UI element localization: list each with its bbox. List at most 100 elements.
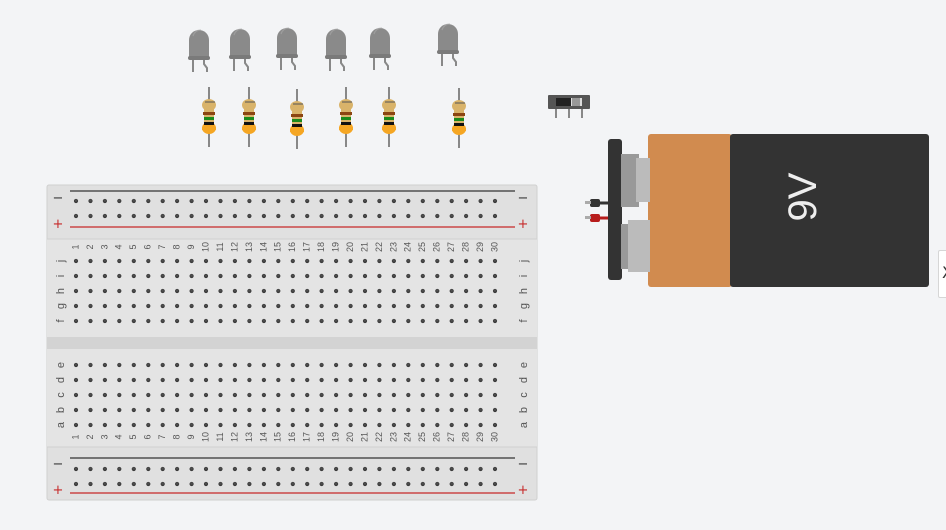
hole-a-23[interactable] [391,422,396,428]
hole-f-6[interactable] [146,318,151,324]
hole-j-12[interactable] [232,258,237,264]
hole-e-20[interactable] [348,362,353,368]
hole-a-6[interactable] [146,422,151,428]
hole-f-30[interactable] [492,318,498,324]
hole-f-14[interactable] [261,318,266,324]
rail-bottom-plus-hole-1[interactable] [73,481,79,487]
hole-a-4[interactable] [117,422,122,428]
hole-g-26[interactable] [435,303,440,309]
hole-c-26[interactable] [435,392,440,398]
hole-d-25[interactable] [420,377,425,383]
hole-b-25[interactable] [420,407,425,413]
rail-top-minus-hole-18[interactable] [319,198,324,204]
rail-top-plus-hole-17[interactable] [305,213,310,219]
hole-c-19[interactable] [334,392,339,398]
hole-i-8[interactable] [175,273,180,279]
led-1[interactable] [188,29,210,72]
hole-e-26[interactable] [435,362,440,368]
hole-e-13[interactable] [247,362,252,368]
hole-a-27[interactable] [449,422,454,428]
hole-a-9[interactable] [189,422,194,428]
rail-bottom-plus-hole-29[interactable] [478,481,483,487]
hole-d-16[interactable] [290,377,295,383]
hole-d-20[interactable] [348,377,353,383]
rail-bottom-plus-hole-14[interactable] [261,481,266,487]
hole-b-7[interactable] [160,407,165,413]
hole-h-26[interactable] [435,288,440,294]
hole-c-4[interactable] [117,392,122,398]
rail-bottom-minus-hole-10[interactable] [203,466,209,472]
rail-top-plus-hole-3[interactable] [102,213,107,219]
hole-g-24[interactable] [406,303,411,309]
hole-h-23[interactable] [391,288,396,294]
hole-a-14[interactable] [261,422,266,428]
hole-a-19[interactable] [334,422,339,428]
hole-f-22[interactable] [377,318,382,324]
hole-g-12[interactable] [232,303,237,309]
hole-j-19[interactable] [334,258,339,264]
rail-bottom-minus-hole-1[interactable] [73,466,79,472]
hole-d-28[interactable] [464,377,469,383]
hole-i-29[interactable] [478,273,483,279]
hole-f-1[interactable] [73,318,79,324]
hole-b-24[interactable] [406,407,411,413]
hole-c-3[interactable] [102,392,107,398]
hole-a-16[interactable] [290,422,295,428]
hole-c-6[interactable] [146,392,151,398]
hole-b-4[interactable] [117,407,122,413]
hole-j-2[interactable] [88,258,93,264]
rail-top-minus-hole-2[interactable] [88,198,93,204]
hole-d-29[interactable] [478,377,483,383]
hole-a-15[interactable] [276,422,281,428]
rail-bottom-plus-hole-21[interactable] [362,481,368,487]
hole-e-30[interactable] [492,362,498,368]
rail-bottom-plus-hole-30[interactable] [492,481,498,487]
rail-top-minus-hole-15[interactable] [276,198,281,204]
hole-j-28[interactable] [464,258,469,264]
hole-a-25[interactable] [420,422,425,428]
hole-j-15[interactable] [276,258,281,264]
rail-top-plus-hole-6[interactable] [146,213,151,219]
rail-top-minus-hole-16[interactable] [290,198,295,204]
hole-f-20[interactable] [348,318,353,324]
hole-g-15[interactable] [276,303,281,309]
hole-h-22[interactable] [377,288,382,294]
hole-h-29[interactable] [478,288,483,294]
rail-top-plus-hole-25[interactable] [420,213,425,219]
hole-d-6[interactable] [146,377,151,383]
hole-b-14[interactable] [261,407,266,413]
hole-a-8[interactable] [175,422,180,428]
hole-g-17[interactable] [305,303,310,309]
hole-d-12[interactable] [232,377,237,383]
hole-d-9[interactable] [189,377,194,383]
hole-j-22[interactable] [377,258,382,264]
hole-g-2[interactable] [88,303,93,309]
hole-j-17[interactable] [305,258,310,264]
hole-h-18[interactable] [319,288,324,294]
hole-c-18[interactable] [319,392,324,398]
rail-bottom-plus-hole-27[interactable] [449,481,454,487]
hole-g-25[interactable] [420,303,425,309]
hole-h-8[interactable] [175,288,180,294]
hole-h-12[interactable] [232,288,237,294]
hole-b-30[interactable] [492,407,498,413]
rail-top-plus-hole-21[interactable] [362,213,368,219]
hole-f-5[interactable] [131,318,136,324]
hole-j-18[interactable] [319,258,324,264]
rail-bottom-plus-hole-12[interactable] [232,481,237,487]
hole-d-18[interactable] [319,377,324,383]
hole-e-1[interactable] [73,362,79,368]
hole-c-28[interactable] [464,392,469,398]
rail-top-plus-hole-22[interactable] [377,213,382,219]
hole-e-10[interactable] [203,362,209,368]
hole-a-20[interactable] [348,422,353,428]
hole-j-30[interactable] [492,258,498,264]
rail-top-minus-hole-9[interactable] [189,198,194,204]
hole-b-28[interactable] [464,407,469,413]
rail-top-minus-hole-27[interactable] [449,198,454,204]
hole-j-6[interactable] [146,258,151,264]
rail-bottom-plus-hole-5[interactable] [131,481,136,487]
hole-d-19[interactable] [334,377,339,383]
resistor-6[interactable] [452,88,466,148]
hole-j-7[interactable] [160,258,165,264]
